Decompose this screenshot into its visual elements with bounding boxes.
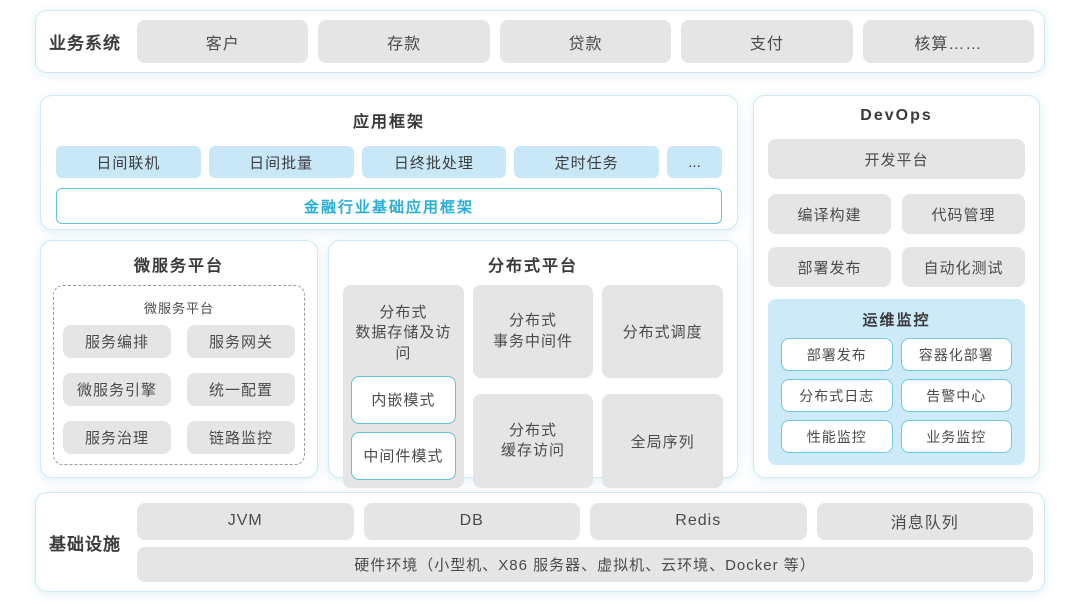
devops-tools-grid: 编译构建 代码管理 部署发布 自动化测试: [768, 194, 1025, 287]
business-systems-panel: 业务系统 客户 存款 贷款 支付 核算……: [35, 10, 1045, 73]
storage-mode-embedded: 内嵌模式: [351, 375, 456, 424]
monitor-item-container: 容器化部署: [900, 338, 1012, 371]
middle-area: 应用框架 日间联机 日间批量 日终批处理 定时任务 ... 金融行业基础应用框架…: [40, 95, 1040, 488]
microservice-inner-title: 微服务平台: [143, 301, 214, 316]
business-item-loan: 贷款: [499, 20, 672, 63]
devops-title: DevOps: [860, 107, 933, 124]
micro-item-tracing: 链路监控: [187, 421, 295, 454]
infrastructure-items: JVM DB Redis 消息队列 硬件环境（小型机、X86 服务器、虚拟机、云…: [137, 502, 1033, 582]
storage-mode-middleware: 中间件模式: [351, 431, 456, 480]
app-framework-title: 应用框架: [352, 114, 425, 131]
infra-item-redis: Redis: [590, 502, 807, 540]
micro-item-governance: 服务治理: [63, 421, 171, 454]
distributed-transaction-block: 分布式 事务中间件: [472, 285, 594, 379]
business-item-deposit: 存款: [318, 20, 490, 63]
microservice-title: 微服务平台: [133, 258, 224, 275]
distributed-storage-box: 分布式 数据存储及访问 内嵌模式 中间件模式: [343, 285, 464, 488]
distributed-title: 分布式平台: [487, 258, 578, 275]
app-framework-panel: 应用框架 日间联机 日间批量 日终批处理 定时任务 ... 金融行业基础应用框架: [40, 95, 738, 230]
monitor-item-alert: 告警中心: [900, 379, 1012, 412]
monitor-item-business: 业务监控: [900, 420, 1012, 453]
microservice-panel: 微服务平台 微服务平台 服务编排 服务网关 微服务引擎 统一配置 服务治理 链路…: [40, 240, 318, 478]
micro-item-engine: 微服务引擎: [63, 373, 171, 406]
ops-monitor-title: 运维监控: [862, 312, 931, 329]
infra-item-mq: 消息队列: [816, 502, 1033, 540]
business-items: 客户 存款 贷款 支付 核算……: [137, 20, 1035, 63]
devops-tool-deploy: 部署发布: [768, 247, 891, 287]
infrastructure-panel: 基础设施 JVM DB Redis 消息队列 硬件环境（小型机、X86 服务器、…: [35, 492, 1045, 592]
devops-tool-code: 代码管理: [902, 194, 1025, 234]
module-more: ...: [667, 146, 722, 178]
module-daytime-online: 日间联机: [56, 146, 201, 178]
module-scheduled-task: 定时任务: [514, 146, 659, 178]
infrastructure-label: 基础设施: [49, 534, 121, 554]
distributed-storage-title: 分布式 数据存储及访问: [355, 304, 452, 362]
micro-item-gateway: 服务网关: [187, 325, 295, 358]
business-item-payment: 支付: [681, 20, 853, 63]
middle-left-column: 应用框架 日间联机 日间批量 日终批处理 定时任务 ... 金融行业基础应用框架…: [40, 95, 738, 488]
business-systems-label: 业务系统: [49, 34, 121, 53]
app-framework-modules: 日间联机 日间批量 日终批处理 定时任务 ...: [56, 146, 722, 178]
micro-item-config: 统一配置: [187, 373, 295, 406]
infra-item-db: DB: [363, 502, 580, 540]
distributed-sequence-block: 全局序列: [602, 394, 724, 488]
distributed-right-column: 分布式调度 全局序列: [602, 285, 724, 488]
monitor-item-logs: 分布式日志: [781, 379, 893, 412]
ops-monitor-panel: 运维监控 部署发布 容器化部署 分布式日志 告警中心 性能监控 业务监控: [768, 299, 1025, 465]
distributed-panel: 分布式平台 分布式 数据存储及访问 内嵌模式 中间件模式 分布式 事务中间件 分…: [328, 240, 738, 488]
monitor-item-deploy: 部署发布: [781, 338, 893, 371]
distributed-columns: 分布式 数据存储及访问 内嵌模式 中间件模式 分布式 事务中间件 分布式 缓存访…: [343, 285, 724, 488]
micro-item-orchestration: 服务编排: [63, 325, 171, 358]
hardware-environment-bar: 硬件环境（小型机、X86 服务器、虚拟机、云环境、Docker 等）: [137, 546, 1033, 582]
distributed-cache-block: 分布式 缓存访问: [472, 394, 594, 488]
platforms-row: 微服务平台 微服务平台 服务编排 服务网关 微服务引擎 统一配置 服务治理 链路…: [40, 240, 738, 488]
microservice-inner-box: 微服务平台 服务编排 服务网关 微服务引擎 统一配置 服务治理 链路监控: [53, 285, 305, 465]
infrastructure-row: JVM DB Redis 消息队列: [137, 502, 1033, 540]
base-framework-box: 金融行业基础应用框架: [56, 188, 722, 224]
devops-tool-build: 编译构建: [768, 194, 891, 234]
business-item-customer: 客户: [137, 20, 309, 63]
devops-dev-platform: 开发平台: [768, 139, 1025, 179]
distributed-schedule-block: 分布式调度: [602, 285, 724, 379]
module-daytime-batch: 日间批量: [208, 146, 354, 178]
module-eod-batch: 日终批处理: [361, 146, 507, 178]
ops-monitor-grid: 部署发布 容器化部署 分布式日志 告警中心 性能监控 业务监控: [781, 338, 1012, 453]
distributed-middle-column: 分布式 事务中间件 分布式 缓存访问: [472, 285, 594, 488]
microservice-grid: 服务编排 服务网关 微服务引擎 统一配置 服务治理 链路监控: [63, 325, 295, 454]
distributed-storage-column: 分布式 数据存储及访问 内嵌模式 中间件模式: [343, 285, 464, 488]
monitor-item-performance: 性能监控: [781, 420, 893, 453]
devops-panel: DevOps 开发平台 编译构建 代码管理 部署发布 自动化测试 运维监控 部署…: [753, 95, 1040, 478]
devops-tool-autotest: 自动化测试: [902, 247, 1025, 287]
infra-item-jvm: JVM: [137, 502, 354, 540]
business-item-accounting: 核算……: [862, 20, 1035, 63]
